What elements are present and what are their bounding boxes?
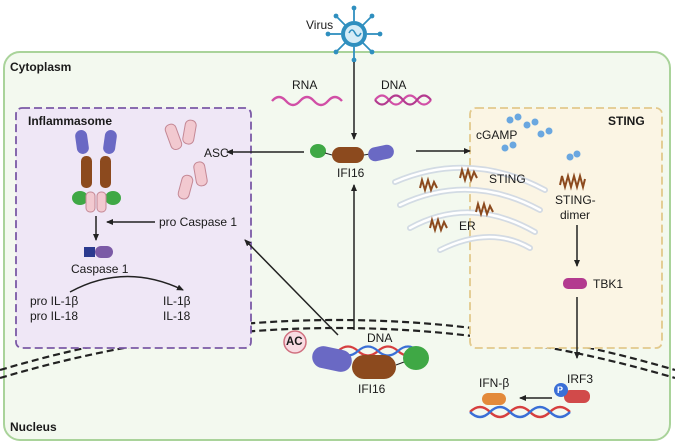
irf3-icon	[554, 383, 590, 403]
sting-proteins	[419, 166, 494, 234]
ifnb-icon	[482, 393, 506, 405]
cgamp-molecules	[501, 113, 581, 161]
caspase1-icon	[84, 246, 113, 258]
rna-strand	[271, 95, 343, 107]
inflammasome-title: Inflammasome	[28, 114, 113, 128]
inflammasome-box	[15, 107, 252, 349]
nucleus-label: Nucleus	[10, 420, 57, 434]
tbk1-label: TBK1	[593, 277, 624, 291]
dna-helix-top	[374, 94, 432, 106]
phospho-label: P	[557, 385, 564, 395]
acetylation-badge	[283, 330, 307, 354]
dna-top-label: DNA	[381, 78, 407, 92]
sting-title: STING	[608, 114, 645, 128]
sting-dimer-label-2: dimer	[560, 208, 591, 222]
ifi16-nucleus-label: IFI16	[358, 382, 386, 396]
ifi16-top-label: IFI16	[337, 166, 365, 180]
irf3-label: IRF3	[567, 372, 594, 386]
arrow-cleavage-curve	[69, 275, 184, 293]
sting-dimer-label-1: STING-	[555, 193, 596, 207]
caspase1-label: Caspase 1	[71, 262, 129, 276]
asc-molecules	[164, 119, 208, 200]
cytoplasm-label: Cytoplasm	[10, 60, 72, 74]
arrow-nucleus-to-pro-caspase	[244, 239, 339, 336]
sting-dimer-icon	[559, 172, 586, 191]
er-label: ER	[459, 219, 476, 233]
pro-il18-label: pro IL-18	[30, 309, 79, 323]
inflammasome-complex	[72, 130, 121, 213]
sting-box	[469, 107, 663, 349]
dna-nucleus-label: DNA	[367, 331, 393, 345]
il1b-label: IL-1β	[163, 294, 191, 308]
il18-label: IL-18	[163, 309, 191, 323]
ifi16-protein-nucleus	[312, 346, 429, 379]
pro-caspase1-label: pro Caspase 1	[159, 215, 238, 229]
asc-label: ASC	[204, 146, 229, 160]
rna-label: RNA	[292, 78, 318, 92]
virus-label: Virus	[306, 18, 334, 32]
acetylation-label: AC	[286, 336, 303, 348]
ifi16-protein-top	[310, 144, 394, 163]
ifnb-label: IFN-β	[479, 376, 510, 390]
virus-icon	[325, 5, 383, 63]
tbk1-icon	[563, 278, 587, 289]
sting-label: STING	[489, 172, 526, 186]
pro-il1b-label: pro IL-1β	[30, 294, 79, 308]
cgamp-label: cGAMP	[476, 128, 518, 142]
ifnb-dna-helix	[469, 405, 571, 419]
